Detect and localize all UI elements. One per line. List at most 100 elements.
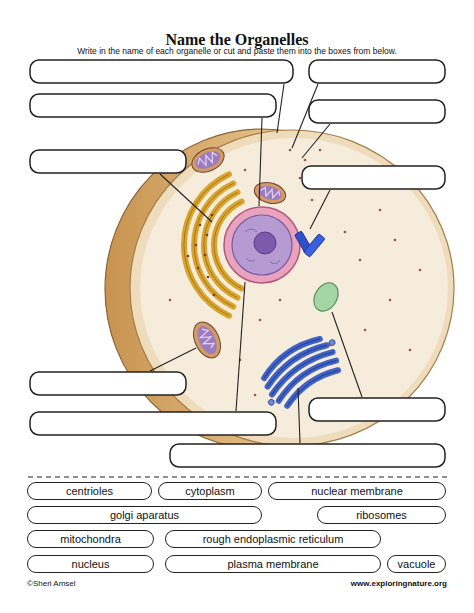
word-bank-box: centrioles	[27, 482, 152, 500]
free-ribosomes	[319, 149, 322, 152]
leader-lines	[298, 388, 300, 443]
free-ribosomes	[244, 169, 247, 172]
word-bank-box: nuclear membrane	[268, 482, 446, 500]
free-ribosomes	[379, 209, 382, 212]
free-ribosomes	[289, 149, 292, 152]
mitochondrion	[193, 148, 223, 173]
organelle-word: plasma membrane	[227, 557, 318, 571]
copyright-note: ©Sheri Amsel	[27, 578, 227, 589]
cell-body	[105, 129, 454, 449]
free-ribosomes	[364, 329, 367, 332]
answer-box	[302, 166, 445, 189]
er-ribosomes	[199, 224, 202, 227]
free-ribosomes	[344, 231, 347, 234]
er-ribosomes	[187, 255, 190, 258]
free-ribosomes	[169, 299, 172, 302]
golgi-apparatus	[267, 398, 275, 406]
leader-lines	[236, 282, 245, 411]
organelle-word: ribosomes	[356, 508, 407, 522]
cut-line	[28, 477, 447, 478]
answer-box	[30, 412, 276, 435]
answer-box	[30, 60, 293, 83]
mitochondrion	[257, 184, 284, 203]
free-ribosomes	[254, 394, 257, 397]
vacuole	[309, 279, 343, 316]
free-ribosomes	[279, 299, 282, 302]
golgi-apparatus	[328, 338, 336, 346]
answer-box	[30, 60, 445, 467]
instruction-text: Write in the name of each organelle or c…	[0, 46, 474, 58]
word-bank-box: plasma membrane	[165, 555, 381, 573]
er-ribosomes	[211, 214, 214, 217]
rough-er	[184, 174, 229, 315]
mitochondrion	[196, 151, 219, 168]
cell-body	[130, 130, 454, 446]
organelle-word: cytoplasm	[185, 484, 235, 498]
mitochondrion	[188, 318, 226, 363]
word-bank-box: golgi aparatus	[27, 506, 262, 524]
word-bank-box: vacuole	[387, 555, 446, 573]
answer-box	[30, 94, 276, 117]
word-bank-box: mitochondra	[27, 530, 154, 548]
answer-box	[170, 444, 445, 467]
leader-lines	[332, 312, 362, 397]
mitochondrion	[252, 179, 288, 207]
free-ribosomes	[409, 349, 412, 352]
leader-lines	[277, 84, 284, 133]
organelle-word: golgi aparatus	[110, 508, 179, 522]
mitochondrion	[188, 143, 228, 177]
organelle-word: vacuole	[398, 557, 436, 571]
leader-lines	[302, 124, 330, 158]
mitochondrion	[193, 323, 220, 357]
mitochondrion	[188, 318, 226, 363]
er-ribosomes	[195, 244, 198, 247]
mitochondrion	[197, 327, 215, 350]
free-ribosomes	[394, 239, 397, 242]
leader-lines	[160, 174, 212, 222]
cell-body	[140, 138, 448, 438]
website-note: www.exploringnature.org	[247, 578, 447, 589]
nucleus-drawing	[245, 229, 280, 264]
er-ribosomes	[207, 276, 210, 279]
answer-box	[309, 100, 445, 123]
free-ribosomes	[304, 159, 307, 162]
er-ribosomes	[197, 267, 200, 270]
nucleus-drawing	[224, 207, 300, 283]
free-ribosomes	[329, 344, 332, 347]
leader-lines	[310, 190, 330, 229]
organelle-word: rough endoplasmic reticulum	[203, 532, 344, 546]
leader-lines	[150, 348, 196, 371]
mitochondrion	[188, 143, 228, 177]
free-ribosomes	[389, 299, 392, 302]
free-ribosomes	[311, 199, 314, 202]
word-bank-box: rough endoplasmic reticulum	[165, 530, 381, 548]
vacuole	[309, 279, 343, 316]
mitochondrion	[252, 179, 288, 207]
answer-box	[30, 372, 186, 395]
centrioles	[304, 234, 326, 258]
word-bank-box: nucleus	[27, 555, 154, 573]
free-ribosomes	[259, 319, 262, 322]
nucleus-drawing	[232, 215, 292, 275]
er-ribosomes	[213, 294, 216, 297]
answer-box	[309, 60, 445, 83]
er-ribosomes	[206, 234, 209, 237]
cut-line	[28, 476, 447, 477]
rough-er-outline	[184, 174, 229, 315]
answer-box	[309, 398, 445, 421]
answer-box	[30, 150, 186, 173]
er-ribosomes	[204, 254, 207, 257]
organelle-word: mitochondra	[60, 532, 121, 546]
free-ribosomes	[359, 259, 362, 262]
free-ribosomes	[299, 177, 302, 180]
nucleus-drawing	[224, 207, 300, 283]
centrioles	[295, 231, 326, 257]
organelle-word: nucleus	[72, 557, 110, 571]
organelle-word: centrioles	[66, 484, 113, 498]
word-bank-box: ribosomes	[317, 506, 446, 524]
leader-lines	[259, 118, 262, 206]
er-ribosomes	[187, 214, 216, 297]
nucleus-drawing	[254, 232, 276, 254]
